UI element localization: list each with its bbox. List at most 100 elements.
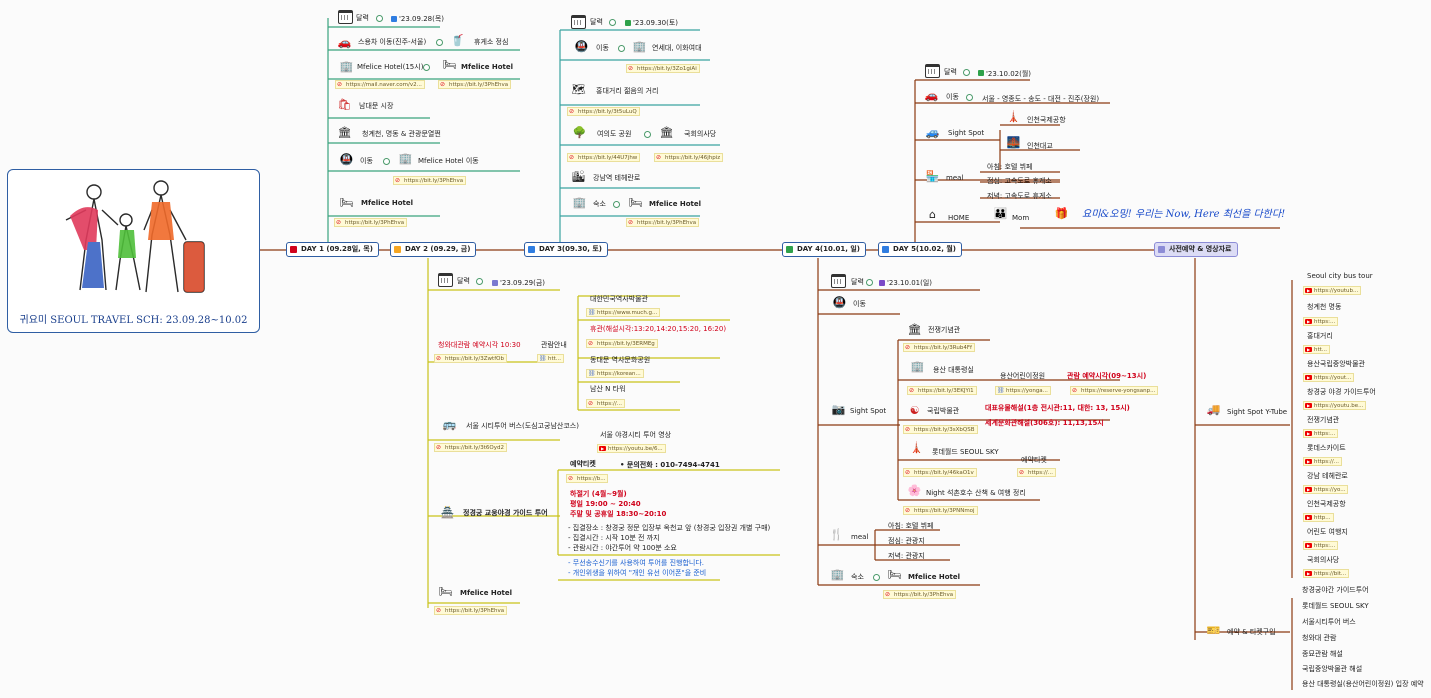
reservation-item: 국립중앙박물관 해설 — [1302, 665, 1363, 673]
circle-icon — [609, 19, 616, 26]
yt-video-link[interactable]: https://yout... — [1303, 373, 1355, 382]
d3-street: 홍대거리 젊음의 거리 — [596, 87, 659, 95]
train-icon: 🚇 — [832, 296, 847, 309]
d3-univ-link[interactable]: https://bit.ly/3Zo1giAi — [626, 64, 700, 73]
yt-video-link[interactable]: https://bit... — [1303, 569, 1350, 578]
d5-m3: 저녁: 고속도로 휴게소 — [987, 192, 1052, 200]
d4-hotel: Mfelice Hotel — [908, 573, 961, 581]
d2-night-link[interactable]: https://youtu.be/6... — [597, 444, 666, 453]
d5-m2: 점심: 고속도로 휴게소 — [987, 177, 1052, 185]
d1-last-link[interactable]: https://bit.ly/3PhEhva — [334, 218, 408, 227]
circle-icon — [476, 278, 483, 285]
d2-ys-link[interactable]: https://korean... — [586, 369, 644, 378]
d1-mail-link[interactable]: https://mail.naver.com/v2... — [335, 80, 425, 89]
d4-ys-glink[interactable]: https://yonga... — [995, 386, 1051, 395]
d4-lotte-link[interactable]: https://bit.ly/46kaO1v — [903, 468, 977, 477]
d2-guide-link[interactable]: htt... — [537, 354, 565, 363]
yt-video-link[interactable]: http... — [1303, 513, 1334, 522]
d4-m2: 점심: 관광지 — [888, 537, 925, 545]
d2-s1: 하절기 (4월~9월) — [570, 490, 627, 498]
d3-park-link[interactable]: https://bit.ly/44U7jhw — [567, 153, 641, 162]
d3-street-link[interactable]: https://bit.ly/3t5uLuQ — [567, 107, 640, 116]
yt-video-label: 전쟁기념관 — [1307, 416, 1340, 424]
office-icon: 🏢 — [910, 360, 925, 373]
car-icon: 🚗 — [924, 89, 939, 102]
yt-video-link[interactable]: https:... — [1303, 541, 1339, 550]
d4-ys-link[interactable]: https://bit.ly/3EKJYi1 — [907, 386, 977, 395]
d1-stream: 청계천, 명동 & 관광문열쩐 — [362, 130, 441, 138]
yt-video-label: 용산국립중앙박물관 — [1307, 360, 1365, 368]
stall-icon: 🏪 — [925, 170, 940, 183]
d1-hotel-link[interactable]: https://bit.ly/3PhEhva — [438, 80, 512, 89]
cherry-blossom-icon: 🌸 — [907, 484, 922, 497]
d4-night-link[interactable]: https://bit.ly/3PNNmoj — [903, 506, 978, 515]
day5-node[interactable]: DAY 5(10.02, 월) — [878, 242, 963, 257]
pre-node[interactable]: 사전예약 & 영상자료 — [1154, 242, 1238, 257]
d1-last-hotel: Mfelice Hotel — [361, 199, 414, 207]
d2-time-link[interactable]: https://bit.ly/3ERMEg — [586, 339, 658, 348]
gift-icon: 🎁 — [1054, 207, 1069, 220]
reservation-item: 롯데월드 SEOUL SKY — [1302, 602, 1369, 610]
d3-move: 이동 — [596, 44, 609, 52]
reservation-item: 용산 대통령실(용산어린이정원) 입장 예약 — [1302, 680, 1424, 688]
d2-ticket-link[interactable]: https://b... — [566, 474, 609, 483]
d3-as-link[interactable]: https://bit.ly/46jhpiz — [654, 153, 724, 162]
circle-icon — [376, 15, 383, 22]
yt-video-label: 인천국제공항 — [1307, 500, 1346, 508]
d4-lotte-tlink[interactable]: https://... — [1017, 468, 1056, 477]
calendar-icon — [831, 274, 846, 288]
calendar-icon — [571, 15, 586, 29]
fork-knife-icon: 🍴 — [829, 528, 844, 541]
day3-node[interactable]: DAY 3(09.30, 토) — [524, 242, 609, 257]
d2-guide: 관람안내 — [541, 341, 567, 349]
yt-video-link[interactable]: https:... — [1303, 429, 1339, 438]
bed-icon: 🛏 — [887, 568, 902, 581]
day2-label: DAY 2 (09.29, 금) — [405, 245, 471, 253]
day3-badge — [528, 246, 535, 253]
d2-s3: 주말 및 공휴일 18:30~20:10 — [570, 510, 667, 518]
shopping-icon: 🛍 — [337, 98, 352, 111]
circle-icon — [873, 574, 880, 581]
d4-stay: 숙소 — [851, 573, 864, 581]
pre-label: 사전예약 & 영상자료 — [1169, 245, 1232, 253]
day4-node[interactable]: DAY 4(10.01, 일) — [782, 242, 867, 257]
d2-cal-label: 달력 — [457, 277, 470, 285]
yt-video-link[interactable]: htt... — [1303, 345, 1331, 354]
yt-video-link[interactable]: https://youtub... — [1303, 286, 1362, 295]
camera-icon: 📷 — [831, 403, 846, 416]
d3-temple: 강남역 테헤란로 — [593, 174, 641, 182]
yt-video-link[interactable]: https://... — [1303, 457, 1342, 466]
day1-node[interactable]: DAY 1 (09.28일, 목) — [286, 242, 379, 257]
yt-video-link[interactable]: https:... — [1303, 317, 1339, 326]
d3-cal-label: 달력 — [590, 18, 603, 26]
d2-museum-link[interactable]: https://www.much.g... — [586, 308, 661, 317]
d2-hotel-link[interactable]: https://bit.ly/3PhEhva — [434, 606, 508, 615]
reservation-item: 창경궁야간 가이드투어 — [1302, 586, 1369, 594]
d3-hotel-link[interactable]: https://bit.ly/3PhEhva — [626, 218, 700, 227]
root-topic[interactable]: 귀요미 SEOUL TRAVEL SCH: 23.09.28~10.02 — [7, 169, 260, 333]
d2-n1: - 무선송수신기를 사용하여 투어를 진행합니다. — [568, 559, 705, 567]
d1-move-link[interactable]: https://bit.ly/3PhEhva — [393, 176, 467, 185]
d2-museum: 대한민국역사박물관 — [590, 295, 648, 303]
d4-ys-tlink[interactable]: https://reserve-yongsanp... — [1070, 386, 1159, 395]
d5-sight: Sight Spot — [948, 129, 985, 137]
d4-lotte: 롯데월드 SEOUL SKY — [932, 448, 999, 456]
building-icon: 🏢 — [339, 60, 354, 73]
d1-market: 남대문 시장 — [359, 102, 394, 110]
calendar-icon — [925, 64, 940, 78]
d2-n2: - 개인위생을 위하여 "개인 유선 이어폰"을 준비 — [568, 569, 707, 577]
d4-nat-link[interactable]: https://bit.ly/3sXbQSB — [903, 425, 978, 434]
d2-bh-link[interactable]: https://bit.ly/3ZwtfOb — [434, 354, 507, 363]
d4-hotel-link[interactable]: https://bit.ly/3PhEhva — [883, 590, 957, 599]
yt-video-link[interactable]: https://yo... — [1303, 485, 1349, 494]
day2-node[interactable]: DAY 2 (09.29, 금) — [390, 242, 477, 257]
yt-video-link[interactable]: https://youtu.be... — [1303, 401, 1367, 410]
bridge-icon: 🌉 — [1006, 136, 1021, 149]
d2-tower-link[interactable]: https://... — [586, 399, 625, 408]
d4-war-link[interactable]: https://bit.ly/3Rub4Ff — [903, 343, 975, 352]
d2-bus-link[interactable]: https://bit.ly/3t6Oyd2 — [434, 443, 508, 452]
truck-icon: 🚚 — [1206, 403, 1221, 416]
pre-badge — [1158, 246, 1165, 253]
d2-palace: 정경궁 교웅야경 가이드 투어 — [463, 509, 548, 517]
